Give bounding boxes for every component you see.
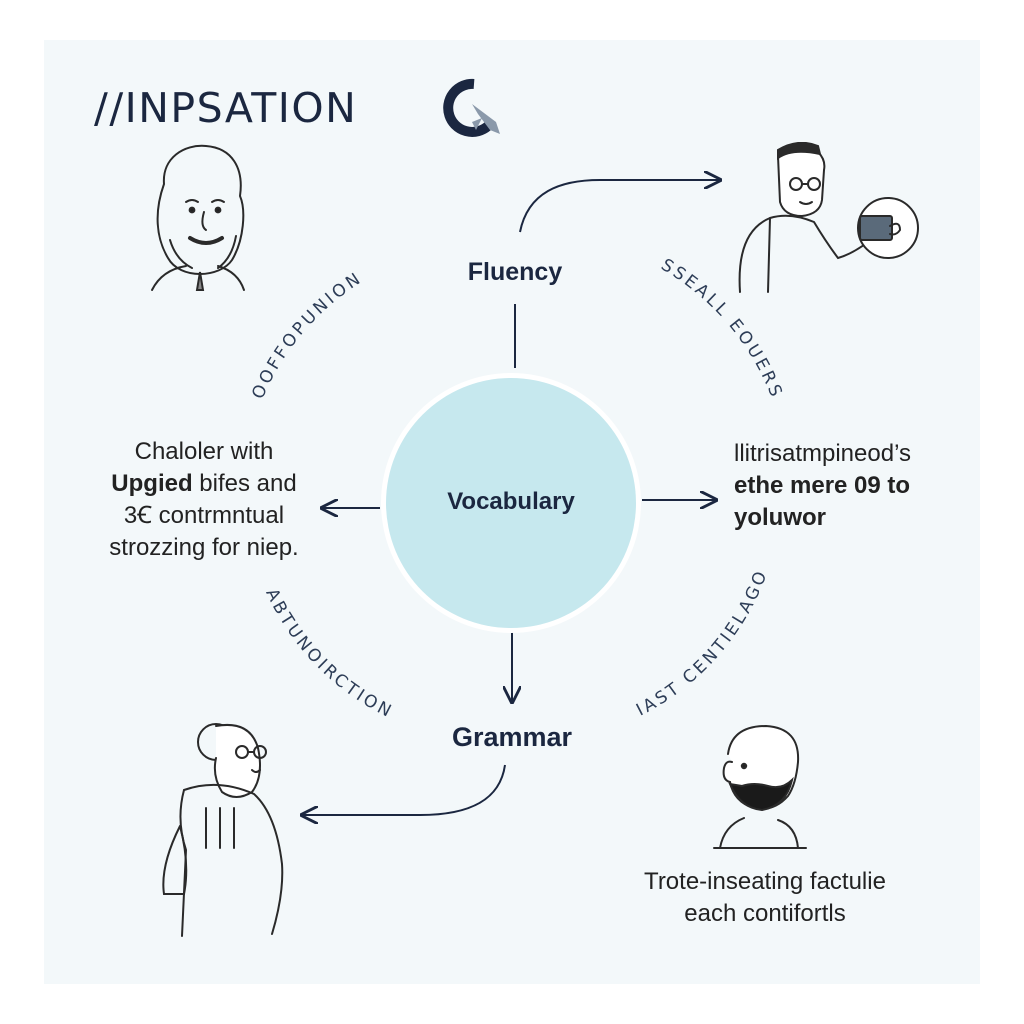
elderly-woman-illustration bbox=[162, 723, 284, 937]
hub-label: Vocabulary bbox=[447, 488, 575, 515]
right-line-1: llitrisatmpineod’s bbox=[734, 440, 911, 467]
arc-label-bottom-right: IAST CENTIELAGO bbox=[633, 566, 769, 720]
left-line-3: 3Ꞓ contrmntual bbox=[123, 502, 285, 529]
bottom-right-line-2: each contifortls bbox=[684, 900, 846, 927]
right-line-3: yoluwor bbox=[734, 504, 827, 531]
left-line-4: strozzing for niep. bbox=[109, 534, 299, 561]
left-line-2: Upgied bifes and bbox=[86, 468, 322, 500]
left-description: Chaloler with Upgied bifes and 3Ꞓ contrm… bbox=[86, 436, 322, 564]
right-line-2: ethe mere 09 to bbox=[734, 472, 911, 499]
bald-man-illustration bbox=[713, 724, 807, 849]
left-line-2-rest: bifes and bbox=[192, 470, 297, 497]
left-line-1: Chaloler with bbox=[134, 438, 274, 465]
vocabulary-hub bbox=[386, 378, 636, 628]
right-description: llitrisatmpineod’s ethe mere 09 to yoluw… bbox=[734, 438, 974, 534]
arrow-left-icon bbox=[302, 764, 506, 815]
page-title: //INPSATION bbox=[94, 84, 358, 132]
man-with-tablet-illustration bbox=[738, 142, 919, 293]
svg-text:OOFFOPUNION: OOFFOPUNION bbox=[248, 268, 366, 402]
left-line-2-bold: Upgied bbox=[111, 470, 193, 497]
bottom-right-line-1: Trote-inseating factulie bbox=[644, 868, 886, 895]
svg-text:ABTUNOIRCTION: ABTUNOIRCTION bbox=[261, 585, 396, 722]
bearded-man-illustration bbox=[151, 144, 245, 291]
svg-text:IAST CENTIELAGO: IAST CENTIELAGO bbox=[633, 566, 772, 720]
arc-label-bottom-left: ABTUNOIRCTION bbox=[261, 585, 393, 722]
grammar-label: Grammar bbox=[451, 722, 573, 752]
arc-label-top-left: OOFFOPUNION bbox=[248, 268, 363, 402]
arrow-right-icon bbox=[519, 180, 720, 233]
logo-mark-icon bbox=[443, 78, 500, 137]
bottom-right-description: Trote-inseating factulie each contifortl… bbox=[620, 866, 910, 930]
fluency-label: Fluency bbox=[467, 258, 563, 286]
